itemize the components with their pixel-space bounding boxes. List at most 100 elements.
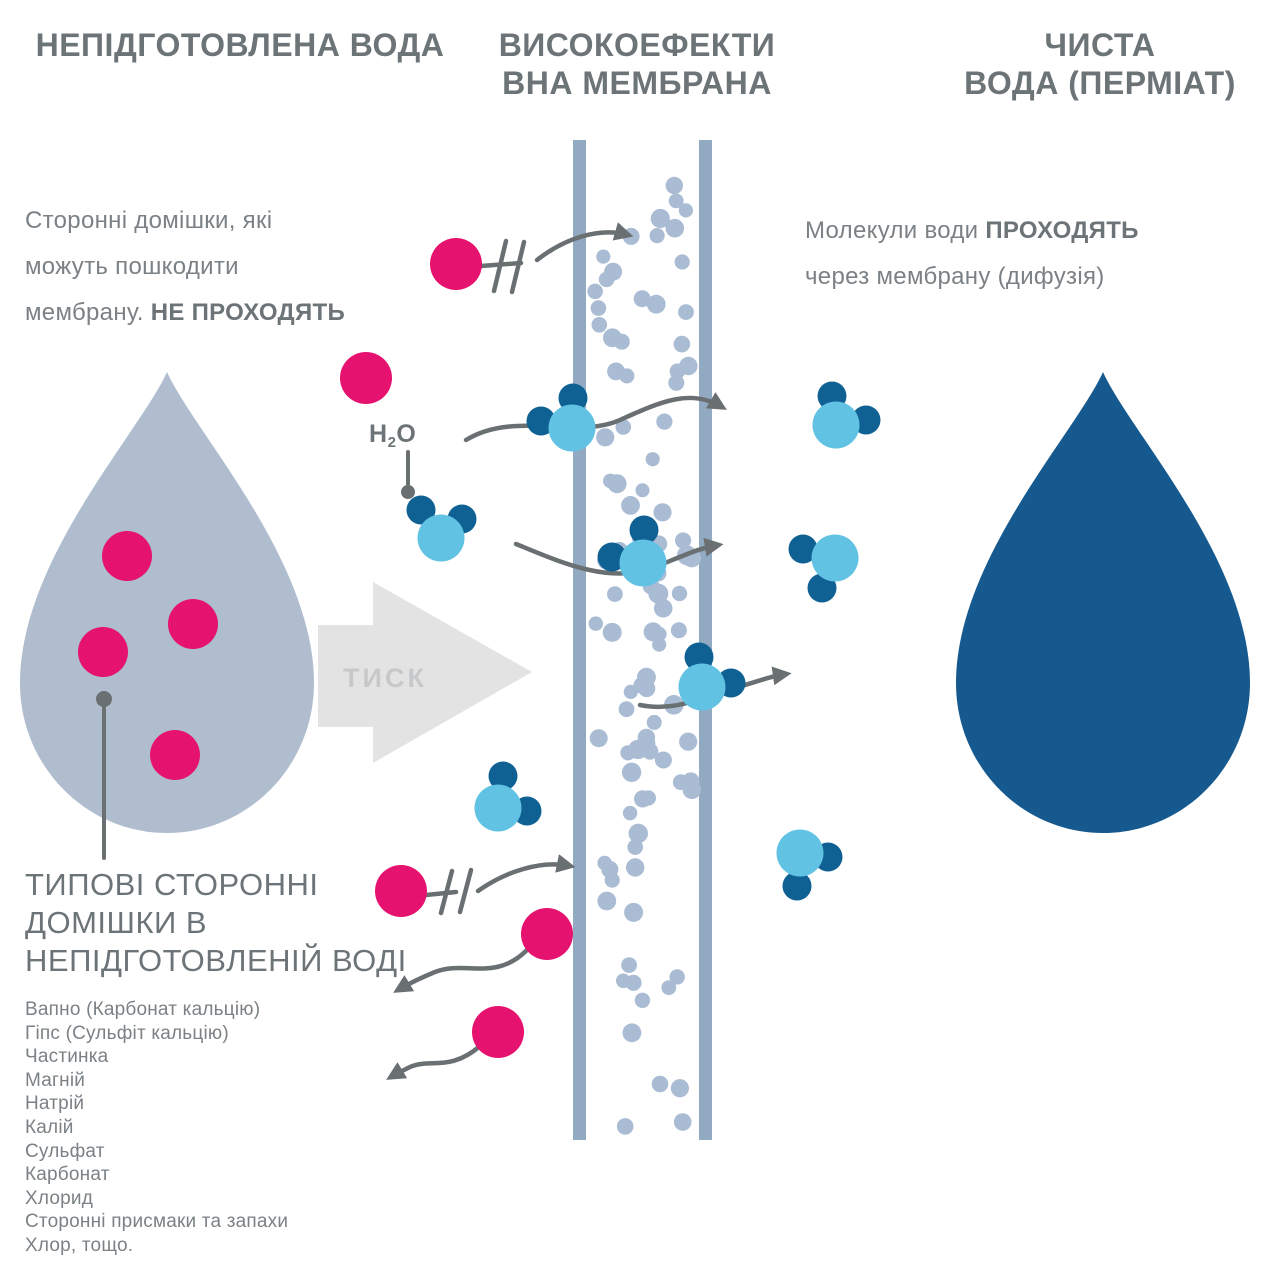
- membrane-pore-dot: [628, 823, 648, 844]
- water-flow-arrow-1: [463, 392, 727, 443]
- list-item: Хлор, тощо.: [25, 1234, 134, 1256]
- membrane-pore-dot: [645, 452, 660, 467]
- membrane-pore-dot: [650, 208, 670, 229]
- membrane-left-wall: [573, 140, 586, 1140]
- membrane-pore-dot: [602, 622, 622, 642]
- membrane-pore-dot: [669, 969, 685, 985]
- membrane-pore-dot: [589, 729, 608, 748]
- h2o-leader: [401, 450, 415, 499]
- impurities-list: Вапно (Карбонат кальцію) Гіпс (Сульфіт к…: [25, 998, 445, 1258]
- blocked-arrow-bottom: [475, 854, 576, 894]
- membrane-pore-dot: [668, 374, 685, 391]
- membrane-pore-dot: [674, 254, 690, 270]
- membrane-pore-dot: [668, 193, 684, 209]
- membrane-pore-dot: [607, 586, 623, 602]
- membrane-pore-dot: [671, 585, 688, 602]
- impurity-dot-icon: [340, 352, 392, 404]
- membrane-pore-dot: [587, 283, 603, 300]
- membrane-pore-dot: [670, 622, 687, 639]
- clean-water-note: Молекули води ПРОХОДЯТЬ через мембрану (…: [805, 217, 1139, 290]
- membrane-pore-dot: [678, 203, 694, 218]
- membrane-pore-dot: [596, 249, 611, 264]
- membrane-pore-dot: [626, 858, 645, 877]
- membrane-pore-dot: [651, 1075, 669, 1093]
- impurity-dot-icon: [102, 531, 152, 581]
- membrane-pore-dot: [634, 790, 652, 808]
- membrane-pore-dot: [673, 1113, 692, 1131]
- membrane-pore-dot: [597, 891, 617, 911]
- impurities-heading: ТИПОВІ СТОРОННІ ДОМІШКИ В НЕПІДГОТОВЛЕНІ…: [25, 867, 407, 978]
- membrane-pore-dot: [628, 739, 648, 760]
- membrane-pore-dot: [613, 333, 630, 350]
- passing-emphasis: ПРОХОДЯТЬ: [985, 217, 1139, 244]
- drop-leader-dot: [96, 691, 112, 707]
- membrane-pores: [587, 176, 702, 1135]
- membrane-pore-dot: [678, 304, 694, 320]
- membrane-pore-dot: [633, 677, 650, 694]
- water-molecule-icon: [406, 495, 477, 562]
- impurity-dot-icon: [521, 908, 573, 960]
- blocked-arrow-top: [534, 222, 634, 263]
- membrane-title-line1: ВИСОКОЕФЕКТИ: [498, 27, 776, 63]
- page-title-clean-water: ЧИСТА ВОДА (ПЕРМІАТ): [930, 26, 1270, 102]
- membrane-pore-dot: [598, 271, 615, 288]
- membrane-pore-dot: [661, 980, 677, 995]
- h2o-leader-dot: [401, 485, 415, 499]
- list-item: Хлорид: [25, 1187, 94, 1209]
- membrane-pore-dot: [670, 1079, 690, 1098]
- page-title-raw-water: НЕПІДГОТОВЛЕНА ВОДА: [35, 27, 445, 63]
- membrane-pore-dot: [682, 780, 702, 800]
- membrane-pore-dot: [621, 496, 640, 515]
- membrane-pore-dot: [675, 532, 692, 549]
- list-item: Натрій: [25, 1093, 85, 1115]
- raw-water-drop-icon: [20, 372, 314, 833]
- water-molecule-icon: [788, 534, 859, 603]
- membrane-pore-dot: [649, 228, 665, 244]
- membrane-pore-dot: [643, 622, 663, 642]
- list-item: Гіпс (Сульфіт кальцію): [25, 1022, 229, 1044]
- impurity-dot-icon: [168, 599, 218, 649]
- list-item: Карбонат: [25, 1164, 110, 1186]
- impurity-dots-in-drop: [78, 531, 218, 780]
- membrane-title-line2: ВНА МЕМБРАНА: [502, 65, 772, 101]
- membrane-pore-dot: [679, 356, 698, 376]
- rejected-arrow-1: [393, 947, 530, 993]
- membrane-pore-dot: [622, 1023, 642, 1043]
- membrane-pore-dot: [591, 317, 608, 333]
- list-item: Частинка: [25, 1046, 109, 1068]
- membrane-pore-dot: [653, 599, 673, 618]
- membrane: [573, 140, 712, 1140]
- membrane-right-wall: [699, 140, 712, 1140]
- membrane-pore-dot: [635, 483, 650, 498]
- membrane-pore-dot: [607, 362, 625, 381]
- list-item: Калій: [25, 1116, 74, 1138]
- membrane-pore-dot: [596, 428, 615, 447]
- membrane-pore-dot: [618, 701, 635, 718]
- membrane-pore-dot: [665, 176, 683, 195]
- membrane-pore-dot: [633, 290, 651, 308]
- membrane-pore-dot: [622, 805, 638, 821]
- impurity-dot-icon: [150, 730, 200, 780]
- raw-water-note: Сторонні домішки, які можуть пошкодити м…: [25, 207, 346, 326]
- membrane-pore-dot: [679, 732, 698, 751]
- membrane-pore-dot: [653, 503, 672, 522]
- page-title-membrane: ВИСОКОЕФЕКТИ ВНА МЕМБРАНА: [457, 26, 817, 102]
- membrane-pore-dot: [603, 473, 618, 489]
- membrane-pore-dot: [627, 839, 643, 855]
- clean-water-title-line1: ЧИСТА: [1044, 27, 1156, 63]
- list-item: Сторонні присмаки та запахи: [25, 1211, 289, 1233]
- membrane-pore-dot: [646, 294, 666, 314]
- membrane-pore-dot: [588, 616, 603, 631]
- h2o-label: H2O: [369, 420, 417, 451]
- water-molecule-icon: [474, 761, 542, 832]
- membrane-pore-dot: [656, 413, 673, 430]
- blocked-path-icon: [478, 238, 527, 295]
- impurity-dot-icon: [430, 238, 482, 290]
- membrane-pore-dot: [665, 218, 685, 238]
- blocked-path-icon: [423, 867, 474, 916]
- impurity-dot-icon: [375, 865, 427, 917]
- membrane-pore-dot: [654, 751, 672, 769]
- water-molecule-icon: [812, 381, 881, 449]
- drop-leader: [96, 691, 112, 860]
